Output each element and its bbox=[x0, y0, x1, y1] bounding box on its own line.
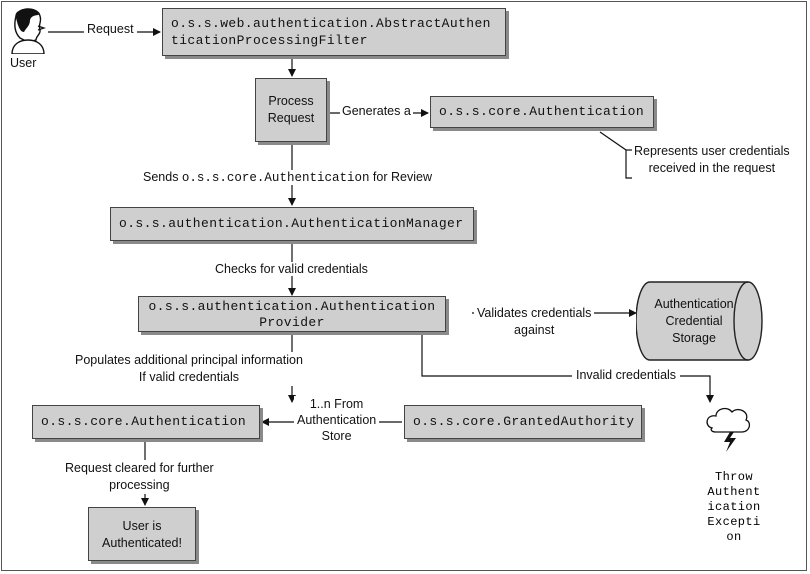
validates-label: Validates credentials against bbox=[474, 305, 595, 339]
authentication-top-label: o.s.s.core.Authentication bbox=[439, 104, 645, 119]
invalid-label: Invalid credentials bbox=[572, 368, 681, 382]
process-line-2: Request bbox=[267, 111, 315, 125]
represents-line-2: received in the request bbox=[648, 161, 776, 175]
from-line-2: Authentication bbox=[297, 413, 377, 427]
storage-line-1: Authentication bbox=[654, 297, 734, 311]
sends-label: Sends o.s.s.core.Authentication for Revi… bbox=[140, 170, 435, 185]
manager-label: o.s.s.authentication.AuthenticationManag… bbox=[119, 216, 464, 231]
sends-code: o.s.s.core.Authentication bbox=[181, 171, 370, 185]
granted-authority-box: o.s.s.core.GrantedAuthority bbox=[404, 405, 642, 439]
throw-line-3: ication bbox=[707, 500, 761, 514]
exception-cloud-icon bbox=[706, 407, 751, 452]
user-label: User bbox=[10, 56, 37, 70]
populates-line-1: Populates additional principal informati… bbox=[75, 353, 303, 367]
represents-annotation: Represents user credentials received in … bbox=[634, 143, 790, 177]
provider-line-1: o.s.s.authentication.Authentication bbox=[148, 299, 436, 314]
provider-line-2: Provider bbox=[259, 315, 325, 330]
from-line-3: Store bbox=[321, 429, 352, 443]
filter-box: o.s.s.web.authentication.AbstractAuthen … bbox=[162, 8, 506, 56]
checks-label: Checks for valid credentials bbox=[212, 262, 371, 276]
validates-line-2: against bbox=[514, 323, 555, 337]
request-label: Request bbox=[84, 22, 137, 36]
throw-line-5: on bbox=[726, 530, 742, 544]
authenticated-line-2: Authenticated! bbox=[102, 536, 182, 550]
authentication-bottom-box: o.s.s.core.Authentication bbox=[32, 405, 260, 439]
filter-line-2: ticationProcessingFilter bbox=[171, 33, 368, 48]
generates-label: Generates a bbox=[340, 104, 413, 118]
throw-exception-annotation: Throw Authent ication Excepti on bbox=[698, 470, 770, 545]
authentication-top-box: o.s.s.core.Authentication bbox=[430, 96, 654, 128]
sends-suffix: for Review bbox=[369, 170, 432, 184]
cleared-line-2: processing bbox=[109, 478, 170, 492]
sends-prefix: Sends bbox=[143, 170, 182, 184]
populates-label: Populates additional principal informati… bbox=[72, 352, 306, 386]
user-authenticated-box: User is Authenticated! bbox=[88, 507, 196, 561]
invalid-arrow bbox=[421, 332, 714, 403]
from-store-label: 1..n From Authentication Store bbox=[294, 396, 380, 444]
throw-line-4: Excepti bbox=[707, 515, 761, 529]
represents-line-1: Represents user credentials bbox=[634, 144, 790, 158]
populates-line-2: If valid credentials bbox=[138, 370, 239, 384]
cleared-label: Request cleared for further processing bbox=[62, 460, 217, 494]
authenticated-line-1: User is bbox=[122, 519, 162, 533]
throw-line-1: Throw bbox=[714, 470, 753, 484]
granted-authority-label: o.s.s.core.GrantedAuthority bbox=[413, 414, 635, 429]
authentication-bottom-label: o.s.s.core.Authentication bbox=[41, 414, 247, 429]
represents-bracket bbox=[599, 131, 632, 179]
user-icon bbox=[11, 8, 46, 54]
storage-label: Authentication Credential Storage bbox=[648, 296, 740, 347]
from-line-1: 1..n From bbox=[309, 397, 364, 411]
authentication-provider-box: o.s.s.authentication.Authentication Prov… bbox=[138, 296, 446, 332]
authentication-manager-box: o.s.s.authentication.AuthenticationManag… bbox=[110, 207, 474, 241]
validates-line-1: Validates credentials bbox=[477, 306, 592, 320]
cleared-line-1: Request cleared for further bbox=[65, 461, 214, 475]
filter-line-1: o.s.s.web.authentication.AbstractAuthen bbox=[171, 16, 491, 31]
storage-line-3: Storage bbox=[672, 331, 716, 345]
credential-storage-cylinder bbox=[636, 281, 763, 361]
process-request-box: Process Request bbox=[255, 78, 327, 142]
throw-line-2: Authent bbox=[707, 485, 761, 499]
process-line-1: Process bbox=[268, 94, 314, 108]
storage-line-2: Credential bbox=[665, 314, 723, 328]
